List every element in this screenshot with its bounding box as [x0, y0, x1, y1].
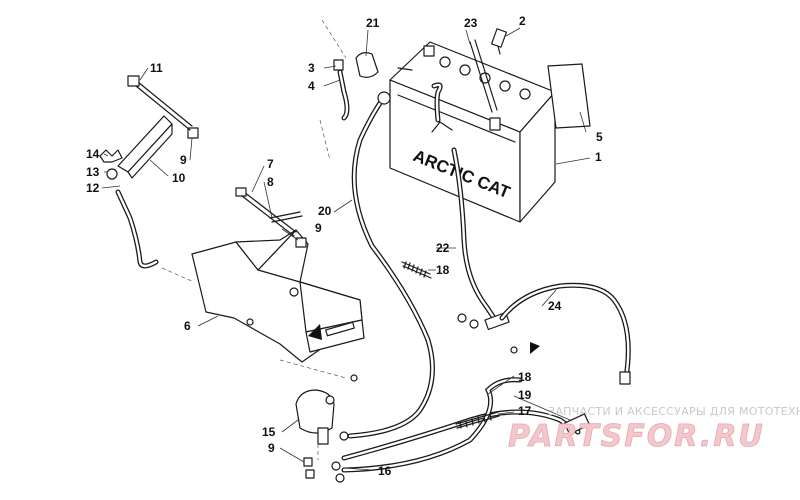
bracket-nut: [187, 127, 199, 139]
assembly-guides: [161, 19, 347, 460]
callout-6: 6: [184, 319, 191, 333]
tray-bolt-2: [269, 211, 307, 248]
callout-4: 4: [308, 79, 315, 93]
callout-7: 7: [267, 157, 274, 171]
callout-9-tray: 9: [315, 221, 322, 235]
leader-lines: [101, 27, 591, 471]
callout-10: 10: [172, 171, 186, 185]
cable-sleeve-lower: [455, 411, 500, 429]
terminal-boot-19: [563, 413, 591, 435]
battery-tray: [191, 229, 365, 363]
battery: ARCTIC CAT: [389, 41, 556, 223]
cable-24-end: [619, 371, 631, 385]
callout-24: 24: [548, 299, 562, 313]
callout-12: 12: [86, 181, 100, 195]
watermark-logo: PARTSFOR.RU: [508, 419, 765, 454]
callout-18-upper: 18: [436, 263, 450, 277]
callout-11: 11: [150, 61, 163, 75]
tray-nut: [295, 237, 307, 248]
battery-pad: [547, 63, 591, 129]
callout-18-lower: 18: [518, 370, 532, 384]
hold-down-rod: [115, 189, 159, 269]
callout-9-solenoid: 9: [268, 441, 275, 455]
callout-23: 23: [464, 16, 478, 30]
callout-16: 16: [378, 464, 392, 478]
bracket: [117, 115, 199, 179]
callout-labels: 1 2 3 4 5 6 7 8 9 9 9 10 11 12 13 14 15 …: [86, 14, 603, 478]
watermark: ЗАПЧАСТИ И АКСЕССУАРЫ ДЛЯ МОТОТЕХНИКИ PA…: [508, 405, 800, 454]
wing-nut: [99, 149, 123, 180]
terminal-boot: [355, 52, 413, 78]
callout-21: 21: [366, 16, 380, 30]
callout-8: 8: [267, 175, 274, 189]
callout-17: 17: [518, 404, 532, 418]
callout-20: 20: [318, 204, 332, 218]
cable-sleeve-upper: [401, 261, 432, 279]
tube-clamp: [333, 59, 344, 71]
cable-20-ring-terminal: [377, 91, 391, 105]
ground-hardware: [457, 313, 540, 354]
callout-19: 19: [518, 388, 532, 402]
vent-tube-fitting: [490, 28, 508, 55]
cable-upper-lower: [341, 377, 523, 473]
battery-vent-caps: [439, 56, 531, 100]
watermark-banner: ЗАПЧАСТИ И АКСЕССУАРЫ ДЛЯ МОТОТЕХНИКИ: [548, 405, 800, 418]
callout-9-bracket: 9: [180, 153, 187, 167]
callout-3: 3: [308, 61, 315, 75]
callout-14: 14: [86, 147, 100, 161]
bracket-bolt: [127, 75, 193, 131]
cable-24: [499, 282, 631, 385]
callout-1: 1: [595, 150, 602, 164]
solenoid-hardware: [303, 374, 358, 483]
vent-tube: [333, 59, 350, 121]
washer: [106, 168, 118, 180]
cable-20: [347, 91, 435, 439]
tray-bolt: [235, 187, 297, 237]
battery-strap: [469, 39, 498, 113]
callout-15: 15: [262, 425, 276, 439]
callout-2: 2: [519, 14, 526, 28]
starter-solenoid: [295, 389, 335, 445]
callout-13: 13: [86, 165, 100, 179]
callout-22: 22: [436, 241, 450, 255]
callout-5: 5: [596, 130, 603, 144]
